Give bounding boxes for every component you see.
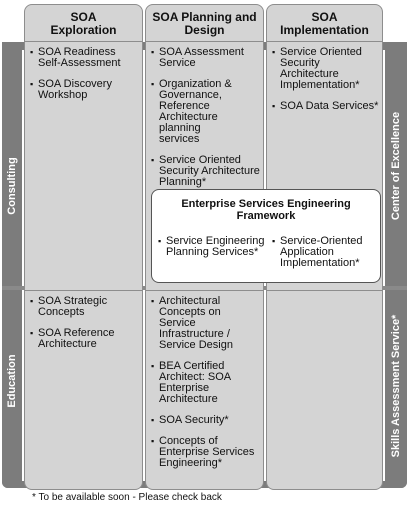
row-band-right: [385, 42, 407, 488]
row-label-center-of-excellence: Center of Excellence: [390, 111, 402, 221]
row-band-left: [2, 42, 22, 488]
column-header-divider: [25, 41, 142, 42]
bullet-icon: ▪: [272, 101, 276, 111]
bullet-icon: ▪: [151, 296, 155, 306]
bullet-icon: ▪: [30, 328, 34, 338]
bullet-icon: ▪: [272, 47, 276, 57]
column-row-divider: [25, 290, 142, 291]
footnote: * To be available soon - Please check ba…: [32, 492, 222, 503]
bullet-icon: ▪: [158, 236, 162, 246]
column-title: SOA Planning and Design: [152, 10, 257, 37]
column-header-divider: [267, 41, 382, 42]
framework-box: Enterprise Services Engineering Framewor…: [151, 189, 381, 283]
column-row-divider: [267, 290, 382, 291]
bullet-icon: ▪: [151, 47, 155, 57]
row-label-consulting: Consulting: [6, 157, 18, 215]
bullet-icon: ▪: [30, 79, 34, 89]
bullet-icon: ▪: [151, 361, 155, 371]
bullet-icon: ▪: [30, 296, 34, 306]
framework-title: Enterprise Services Engineering Framewor…: [181, 198, 351, 222]
bullet-icon: ▪: [151, 415, 155, 425]
bullet-icon: ▪: [272, 236, 276, 246]
row-label-education: Education: [6, 354, 18, 408]
column-row-divider: [146, 290, 263, 291]
row-label-skills-assessment: Skills Assessment Service*: [390, 314, 402, 458]
bullet-icon: ▪: [151, 436, 155, 446]
column-title: SOA Implementation: [280, 10, 369, 37]
bullet-icon: ▪: [151, 79, 155, 89]
column-header-divider: [146, 41, 263, 42]
list-item: ▪ SOA Data Services*: [272, 100, 379, 112]
column-title: SOA Exploration: [50, 10, 117, 37]
bullet-icon: ▪: [30, 47, 34, 57]
list-item: ▪ SOA Security*: [151, 414, 229, 426]
bullet-icon: ▪: [151, 155, 155, 165]
